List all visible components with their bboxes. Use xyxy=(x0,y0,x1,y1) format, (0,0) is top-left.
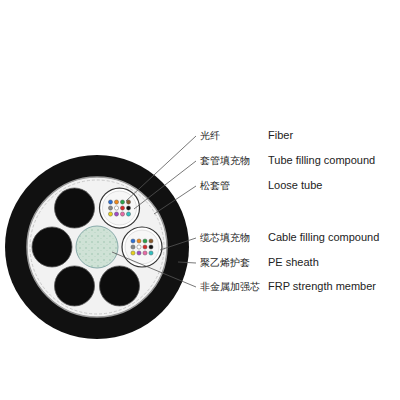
part-name-chinese: 非金属加强芯 xyxy=(200,281,260,293)
fiber xyxy=(131,245,135,249)
filler-rod xyxy=(55,266,95,306)
cable-filling xyxy=(27,177,167,317)
fiber xyxy=(149,245,153,249)
fiber xyxy=(114,212,118,216)
fiber xyxy=(149,251,153,255)
fiber xyxy=(137,245,141,249)
fiber xyxy=(108,200,112,204)
part-name-chinese: 聚乙烯护套 xyxy=(200,257,250,269)
fiber xyxy=(114,206,118,210)
fiber xyxy=(126,206,130,210)
part-name-english: Cable filling compound xyxy=(268,231,379,244)
fiber xyxy=(137,251,141,255)
part-name-chinese: 套管填充物 xyxy=(200,155,250,167)
pe-sheath xyxy=(5,155,189,339)
part-name-english: PE sheath xyxy=(268,256,319,269)
loose-tube xyxy=(122,227,162,267)
fiber xyxy=(149,239,153,243)
fiber xyxy=(137,239,141,243)
fiber xyxy=(120,206,124,210)
fiber xyxy=(120,200,124,204)
part-name-english: Fiber xyxy=(268,129,293,142)
part-name-english: FRP strength member xyxy=(268,280,376,293)
fiber xyxy=(143,245,147,249)
part-name-english: Tube filling compound xyxy=(268,154,375,167)
leader-lines xyxy=(112,136,196,287)
fiber xyxy=(143,239,147,243)
frp-strength-member xyxy=(76,226,118,268)
filler-rod xyxy=(100,266,140,306)
fiber xyxy=(126,212,130,216)
fiber xyxy=(131,251,135,255)
part-name-chinese: 松套管 xyxy=(200,180,230,192)
core-elements xyxy=(32,188,162,306)
filler-rod xyxy=(32,227,72,267)
fiber xyxy=(131,239,135,243)
fiber xyxy=(114,200,118,204)
fiber xyxy=(108,212,112,216)
part-name-chinese: 光纤 xyxy=(200,130,220,142)
fiber xyxy=(108,206,112,210)
fiber xyxy=(120,212,124,216)
core-wrap xyxy=(30,180,164,314)
tube-filling xyxy=(125,230,159,264)
part-name-chinese: 缆芯填充物 xyxy=(200,232,250,244)
part-name-english: Loose tube xyxy=(268,179,322,192)
fiber xyxy=(143,251,147,255)
filler-rod xyxy=(55,188,95,228)
